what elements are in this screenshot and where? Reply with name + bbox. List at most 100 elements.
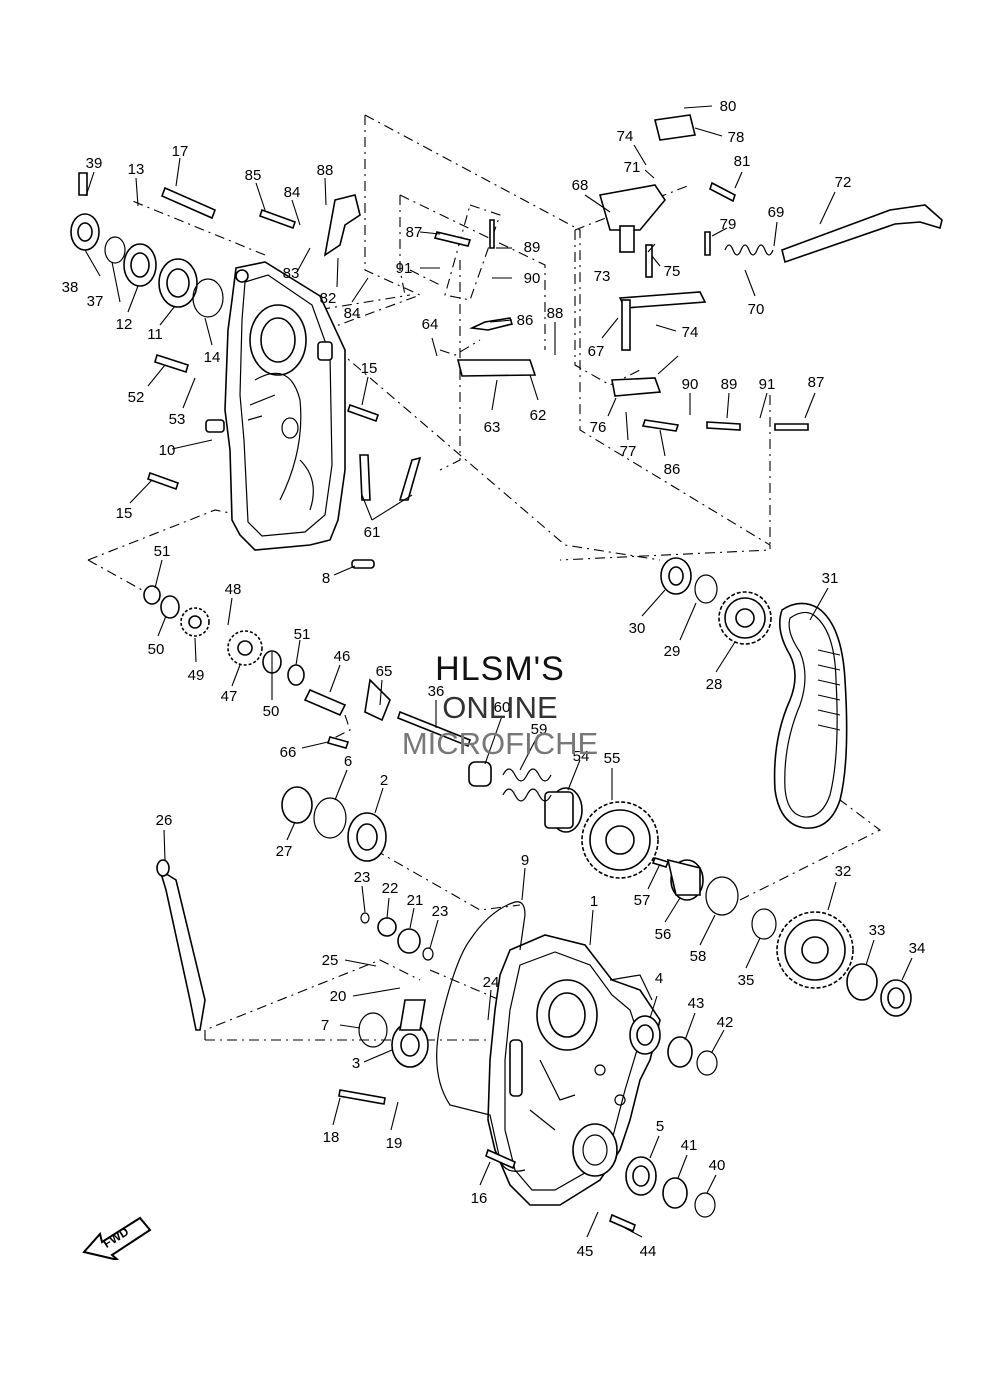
- callout-66: 66: [280, 744, 297, 761]
- callout-74b: 74: [682, 324, 699, 341]
- callout-60: 60: [494, 699, 511, 716]
- callout-23: 23: [354, 869, 371, 886]
- callout-76: 76: [590, 419, 607, 436]
- gasket: [436, 901, 526, 1172]
- assembly-guide-lines: [87, 114, 882, 1041]
- callout-21: 21: [407, 892, 424, 909]
- callout-88b: 88: [547, 305, 564, 322]
- callout-56: 56: [655, 926, 672, 943]
- watermark-line-1: HLSM'S: [435, 650, 565, 688]
- callout-82: 82: [320, 290, 337, 307]
- callout-53: 53: [169, 411, 186, 428]
- callout-46: 46: [334, 648, 351, 665]
- callout-67: 67: [588, 343, 605, 360]
- callout-12: 12: [116, 316, 133, 333]
- callout-30: 30: [629, 620, 646, 637]
- callout-20: 20: [330, 988, 347, 1005]
- callout-17: 17: [172, 143, 189, 160]
- leader-lines: [84, 105, 913, 1238]
- drive-sprocket-28: [718, 591, 772, 645]
- callout-32: 32: [835, 863, 852, 880]
- callout-33: 33: [869, 922, 886, 939]
- callout-49: 49: [188, 667, 205, 684]
- callout-83: 83: [283, 265, 300, 282]
- callout-84b: 84: [344, 305, 361, 322]
- callout-51: 51: [154, 543, 171, 560]
- bolts: [78, 172, 809, 1233]
- callout-69: 69: [768, 204, 785, 221]
- callout-34: 34: [909, 940, 926, 957]
- callout-47: 47: [221, 688, 238, 705]
- callout-54: 54: [573, 748, 590, 765]
- callout-62: 62: [530, 407, 547, 424]
- callout-2: 2: [380, 772, 388, 789]
- callout-38: 38: [62, 279, 79, 296]
- callout-43: 43: [688, 995, 705, 1012]
- callout-64: 64: [422, 316, 439, 333]
- callout-73: 73: [594, 268, 611, 285]
- callout-25: 25: [322, 952, 339, 969]
- forward-direction-arrow-icon: FWD: [82, 1216, 152, 1260]
- callout-39: 39: [86, 155, 103, 172]
- callout-36: 36: [428, 683, 445, 700]
- callout-27: 27: [276, 843, 293, 860]
- callout-77: 77: [620, 443, 637, 460]
- callout-81: 81: [734, 153, 751, 170]
- callout-26: 26: [156, 812, 173, 829]
- callout-13: 13: [128, 161, 145, 178]
- callout-78: 78: [728, 129, 745, 146]
- callout-35: 35: [738, 972, 755, 989]
- callout-40: 40: [709, 1157, 726, 1174]
- callout-48: 48: [225, 581, 242, 598]
- callout-1: 1: [590, 893, 598, 910]
- callout-8: 8: [322, 570, 330, 587]
- callout-89b: 89: [721, 376, 738, 393]
- callout-45: 45: [577, 1243, 594, 1260]
- callout-44: 44: [640, 1243, 657, 1260]
- callout-58: 58: [690, 948, 707, 965]
- callout-42: 42: [717, 1014, 734, 1031]
- callout-86: 86: [517, 312, 534, 329]
- callout-28: 28: [706, 676, 723, 693]
- callout-61: 61: [364, 524, 381, 541]
- callout-88: 88: [317, 162, 334, 179]
- callout-10: 10: [159, 442, 176, 459]
- callout-37: 37: [87, 293, 104, 310]
- callout-22: 22: [382, 880, 399, 897]
- callout-labels: 39 13 17 85 84 88 87 89 90 91 86 80 74 7…: [62, 98, 926, 1260]
- callout-87: 87: [406, 224, 423, 241]
- callout-51b: 51: [294, 626, 311, 643]
- callout-91: 91: [396, 260, 413, 277]
- gear-55: [581, 801, 659, 879]
- callout-70: 70: [748, 301, 765, 318]
- springs-shafts: [156, 114, 943, 1031]
- callout-5: 5: [656, 1118, 664, 1135]
- callout-7: 7: [321, 1017, 329, 1034]
- callout-3: 3: [352, 1055, 360, 1072]
- gear-32: [776, 911, 854, 989]
- callout-52: 52: [128, 389, 145, 406]
- callout-68: 68: [572, 177, 589, 194]
- watermark-line-3: MICROFICHE: [401, 726, 599, 761]
- callout-19: 19: [386, 1135, 403, 1152]
- callout-80: 80: [720, 98, 737, 115]
- callout-55: 55: [604, 750, 621, 767]
- callout-23b: 23: [432, 903, 449, 920]
- watermark-line-2: ONLINE: [442, 690, 558, 725]
- callout-15: 15: [361, 360, 378, 377]
- callout-74: 74: [617, 128, 634, 145]
- callout-75: 75: [664, 263, 681, 280]
- callout-59: 59: [531, 721, 548, 738]
- callout-11: 11: [147, 326, 163, 343]
- callout-15b: 15: [116, 505, 133, 522]
- chain-case-cover: [205, 261, 346, 551]
- callout-87b: 87: [808, 374, 825, 391]
- callout-24: 24: [483, 974, 500, 991]
- callout-16: 16: [471, 1190, 488, 1207]
- callout-84: 84: [284, 184, 301, 201]
- callout-72: 72: [835, 174, 852, 191]
- callout-86b: 86: [664, 461, 681, 478]
- callout-89: 89: [524, 239, 541, 256]
- callout-91b: 91: [759, 376, 776, 393]
